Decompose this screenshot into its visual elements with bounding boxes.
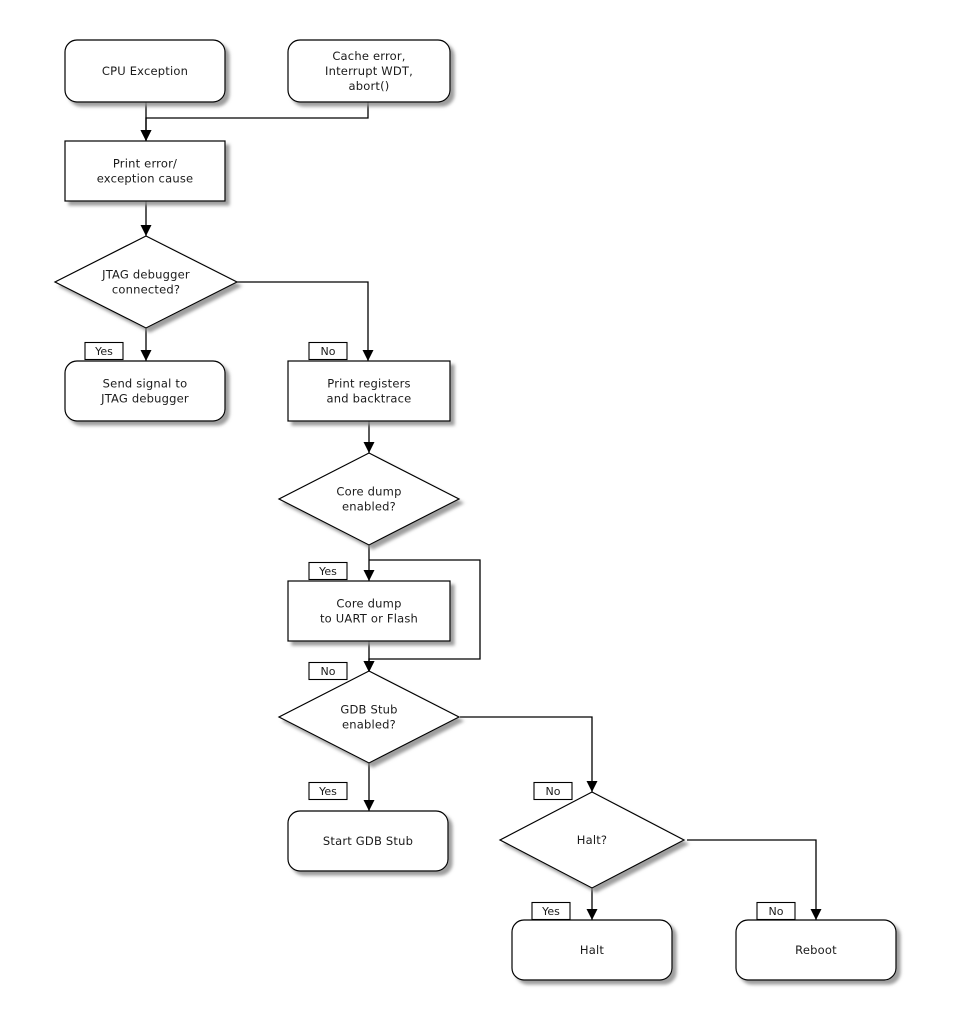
node-halt[interactable]: Halt (511, 919, 673, 981)
edge-e_cache_to_print (140, 102, 369, 141)
node-label: Halt? (577, 833, 608, 847)
edge-label-e_coredump_no: No (308, 661, 348, 681)
edge-e_coredump_yes (363, 545, 375, 581)
edge-e_coredump_write_to_gdb (363, 641, 375, 672)
decision-shape (53, 235, 239, 329)
arrowhead-icon (363, 442, 375, 453)
node-label: Cache error,Interrupt WDT,abort() (325, 49, 413, 93)
decision-shape (277, 670, 461, 764)
node-label: Reboot (795, 943, 837, 957)
edge-path (145, 102, 369, 141)
arrowhead-icon (140, 130, 152, 141)
edge-label-box (308, 781, 348, 801)
node-cpu_exception[interactable]: CPU Exception (64, 39, 226, 103)
arrowhead-icon (363, 570, 375, 581)
edge-e_halt_yes (586, 888, 598, 920)
edge-e_registers_to_coredump (363, 421, 375, 453)
edge-label-box (533, 781, 573, 801)
edge-label-box (84, 341, 124, 361)
arrowhead-icon (140, 350, 152, 361)
edge-path (237, 281, 369, 361)
edge-label-e_halt_yes: Yes (531, 901, 571, 921)
edge-label-e_halt_no: No (756, 901, 796, 921)
edges-layer (140, 102, 822, 920)
node-label: CPU Exception (102, 64, 188, 78)
terminal-shape (735, 919, 897, 981)
nodes-layer: CPU Exception Cache error,Interrupt WDT,a… (53, 39, 897, 981)
terminal-shape (64, 360, 226, 422)
edge-label-e_coredump_yes: Yes (308, 561, 348, 581)
node-label: Halt (580, 943, 604, 957)
decision-shape (277, 452, 461, 546)
terminal-shape (511, 919, 673, 981)
arrowhead-icon (362, 350, 374, 361)
edge-label-e_gdb_no: No (533, 781, 573, 801)
arrowhead-icon (140, 225, 152, 236)
edge-label-text: Yes (541, 905, 560, 918)
edge-label-e_jtag_yes: Yes (84, 341, 124, 361)
edge-label-e_gdb_yes: Yes (308, 781, 348, 801)
node-start_gdb_stub[interactable]: Start GDB Stub (287, 810, 449, 872)
edge-e_print_to_jtag (140, 201, 152, 236)
decision-shape (498, 791, 686, 889)
edge-e_jtag_no (237, 281, 374, 361)
edge-label-box (308, 561, 348, 581)
arrowhead-icon (363, 661, 375, 672)
edge-e_jtag_yes (140, 328, 152, 361)
node-label: Start GDB Stub (323, 834, 413, 848)
node-label: Print error/exception cause (97, 157, 194, 186)
arrowhead-icon (363, 800, 375, 811)
edge-e_halt_no (687, 839, 822, 920)
edge-label-e_jtag_no: No (308, 341, 348, 361)
node-reboot[interactable]: Reboot (735, 919, 897, 981)
terminal-shape (287, 810, 449, 872)
edge-label-text: No (321, 345, 336, 358)
edge-label-box (531, 901, 571, 921)
edge-label-text: No (321, 665, 336, 678)
edge-e_gdb_no (460, 716, 598, 792)
edge-label-text: Yes (318, 565, 337, 578)
edge-label-text: Yes (94, 345, 113, 358)
edge-label-box (756, 901, 796, 921)
arrowhead-icon (586, 781, 598, 792)
arrowhead-icon (810, 909, 822, 920)
edge-label-box (308, 341, 348, 361)
node-print_error[interactable]: Print error/exception cause (64, 140, 226, 202)
edge-label-text: No (546, 785, 561, 798)
terminal-shape (287, 39, 451, 103)
process-shape (287, 360, 451, 422)
edge-label-text: Yes (318, 785, 337, 798)
edge-label-box (308, 661, 348, 681)
edge-label-text: No (769, 905, 784, 918)
edge-path (687, 839, 817, 920)
terminal-shape (64, 39, 226, 103)
edge-path (460, 716, 593, 792)
node-cache_error[interactable]: Cache error,Interrupt WDT,abort() (287, 39, 451, 103)
process-shape (287, 580, 451, 642)
edge-e_gdb_yes (363, 763, 375, 811)
arrowhead-icon (586, 909, 598, 920)
node-halt_decision[interactable]: Halt? (498, 791, 686, 889)
process-shape (64, 140, 226, 202)
